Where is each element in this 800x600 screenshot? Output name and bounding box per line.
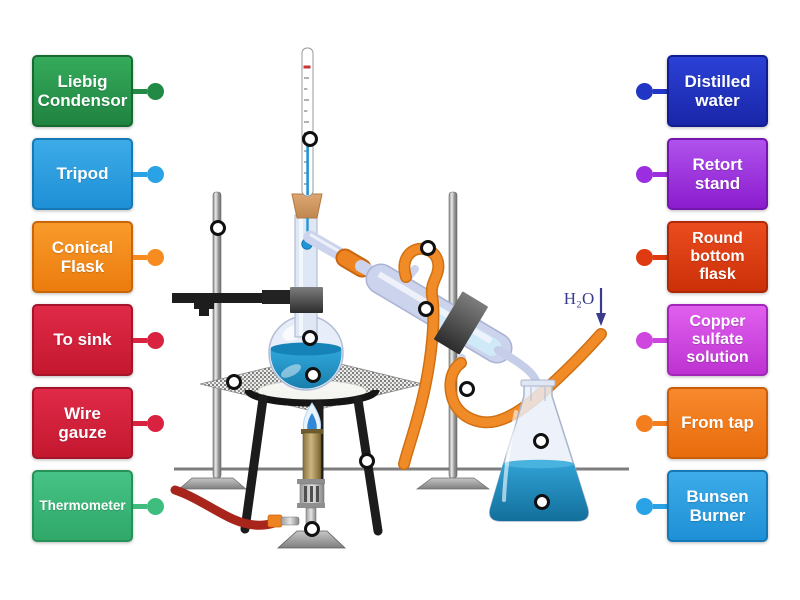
drop-target-tube-bottom[interactable] [458,380,475,397]
cork-stopper [291,193,323,219]
retort-stand-left [178,191,247,490]
label-liebig-condensor[interactable]: Liebig Condensor [32,55,164,127]
clamp-arm [172,290,292,316]
h2o-label: H₂O [564,289,594,308]
connector-dot [636,331,653,349]
drop-target-thermometer[interactable] [301,130,318,147]
connector-line [653,337,667,343]
connector-dot [636,414,653,432]
label-text[interactable]: Distilled water [667,55,768,127]
connector-dot [147,82,164,100]
connector-dot [636,82,653,100]
drop-target-retort-stand[interactable] [209,219,226,236]
label-text[interactable]: To sink [32,304,133,376]
connector-dot [636,165,653,183]
connector-line [133,503,147,509]
drop-target-bunsen-burner[interactable] [303,520,320,537]
connector-line [653,254,667,260]
drop-target-conical-liquid[interactable] [533,493,550,510]
water-out-tube [398,242,445,470]
connector-dot [147,165,164,183]
gas-hose [170,485,285,530]
label-tripod[interactable]: Tripod [32,138,164,210]
connector-dot [147,331,164,349]
label-round-bottom-flask[interactable]: Round bottom flask [636,221,768,293]
connector-line [133,337,147,343]
connector-line [133,88,147,94]
label-text[interactable]: Liebig Condensor [32,55,133,127]
connector-line [653,503,667,509]
drop-target-tube-top[interactable] [419,239,436,256]
connector-line [653,88,667,94]
connector-dot [636,248,653,266]
connector-line [133,420,147,426]
label-wire-gauze[interactable]: Wire gauze [32,387,164,459]
clamp-jaw-flask [290,287,323,313]
label-text[interactable]: Thermometer [32,470,133,542]
label-thermometer[interactable]: Thermometer [32,470,164,542]
drop-target-flask-liquid[interactable] [304,366,321,383]
label-text[interactable]: Conical Flask [32,221,133,293]
connector-dot [636,497,653,515]
connector-line [653,171,667,177]
label-bunsen-burner[interactable]: Bunsen Burner [636,470,768,542]
connector-line [133,254,147,260]
drop-target-round-flask[interactable] [301,329,318,346]
connector-dot [147,497,164,515]
label-distilled-water[interactable]: Distilled water [636,55,768,127]
label-text[interactable]: Wire gauze [32,387,133,459]
label-to-sink[interactable]: To sink [32,304,164,376]
label-text[interactable]: Round bottom flask [667,221,768,293]
h2o-annotation: H₂O [564,288,606,326]
connector-line [653,420,667,426]
drop-target-wire-gauze[interactable] [225,373,242,390]
connector-line [133,171,147,177]
bunsen-burner [170,402,347,549]
label-text[interactable]: Bunsen Burner [667,470,768,542]
label-text[interactable]: From tap [667,387,768,459]
connector-dot [147,414,164,432]
drop-target-condenser[interactable] [417,300,434,317]
water-in-tube [444,328,607,429]
label-text[interactable]: Copper sulfate solution [667,304,768,376]
conical-liquid [489,464,589,521]
conical-flask [489,379,589,522]
label-copper-sulfate-solution[interactable]: Copper sulfate solution [636,304,768,376]
label-conical-flask[interactable]: Conical Flask [32,221,164,293]
label-retort-stand[interactable]: Retort stand [636,138,768,210]
drop-target-tripod[interactable] [358,452,375,469]
connector-dot [147,248,164,266]
label-text[interactable]: Retort stand [667,138,768,210]
flame-inner [307,413,317,434]
drop-target-conical-flask[interactable] [532,432,549,449]
label-text[interactable]: Tripod [32,138,133,210]
label-from-tap[interactable]: From tap [636,387,768,459]
clamp-jaw-condenser [434,291,488,355]
burner-base [276,530,347,549]
